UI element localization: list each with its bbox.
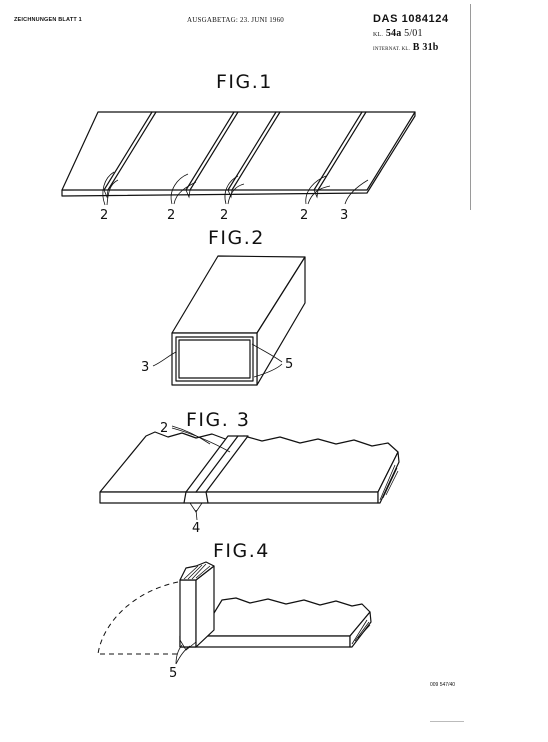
class-subcode: 5/01 [404, 28, 423, 39]
fig3-board-top [99, 431, 399, 493]
fig3-board-edge [99, 491, 379, 504]
fig2-tube-front [171, 332, 258, 386]
fig2-label-5: 5 [285, 357, 293, 372]
fig2-leader-5b [253, 363, 283, 378]
class-prefix: KL. [373, 32, 384, 38]
print-code: 009 547/40 [430, 682, 456, 688]
fig2-leader-3 [152, 351, 177, 367]
class-line: KL. 54a 5/01 [373, 28, 423, 39]
class-code: 54a [385, 28, 402, 39]
fig1-label-2a: 2 [100, 208, 108, 223]
fig4-flap-hatch [183, 563, 211, 580]
fig4-flap-front [179, 579, 197, 648]
fig3-end-hatch [379, 464, 399, 501]
international-class-code: B 31b [412, 42, 439, 53]
issue-date: AUSGABETAG: 23. JUNI 1960 [187, 16, 284, 24]
fig3-label-4: 4 [192, 521, 200, 536]
fig1-title: FIG.1 [216, 71, 273, 93]
fig1-label-2c: 2 [220, 208, 228, 223]
fig1-creases [103, 111, 367, 191]
fig4-label-5: 5 [169, 666, 177, 681]
fig3-leader-2b [171, 427, 231, 453]
fig1-sheet [61, 111, 416, 191]
fig4-end-hatch [351, 619, 371, 645]
fig3-label-2: 2 [160, 421, 168, 436]
fig3-title: FIG. 3 [186, 409, 250, 431]
fig3-board-end [377, 451, 400, 504]
fig4-swing-arc [97, 581, 179, 655]
fig3: FIG. 3 2 4 [99, 409, 400, 536]
sheet-label: ZEICHNUNGEN BLATT 1 [14, 17, 82, 23]
patent-number: DAS 1084124 [373, 13, 449, 25]
fig1-label-3: 3 [340, 208, 348, 223]
fig3-leader-4 [195, 509, 198, 521]
fig4-corner-notch [179, 639, 197, 651]
margin-rule [470, 4, 471, 210]
fig2-title: FIG.2 [208, 227, 265, 249]
footer-rule [430, 721, 464, 722]
fig4-board-top [199, 597, 371, 637]
fig4-title: FIG.4 [213, 540, 270, 562]
fig4-leader-5a [175, 645, 191, 665]
international-class-prefix: INTERNAT. KL. [373, 47, 411, 52]
fig3-leader-2a [171, 425, 211, 445]
fig2-leader-5a [251, 343, 283, 363]
fig1-label-2b: 2 [167, 208, 175, 223]
international-class-line: INTERNAT. KL. B 31b [373, 42, 439, 53]
fig2: FIG.2 3 5 [141, 227, 306, 386]
fig1: FIG.1 [61, 71, 416, 223]
fig1-leaders [102, 171, 369, 206]
fig4: FIG.4 5 [97, 540, 372, 681]
fig4-flap-top [179, 561, 215, 581]
fig4-leader-5b [175, 644, 183, 665]
fig1-label-2d: 2 [300, 208, 308, 223]
fig2-label-3: 3 [141, 360, 149, 375]
